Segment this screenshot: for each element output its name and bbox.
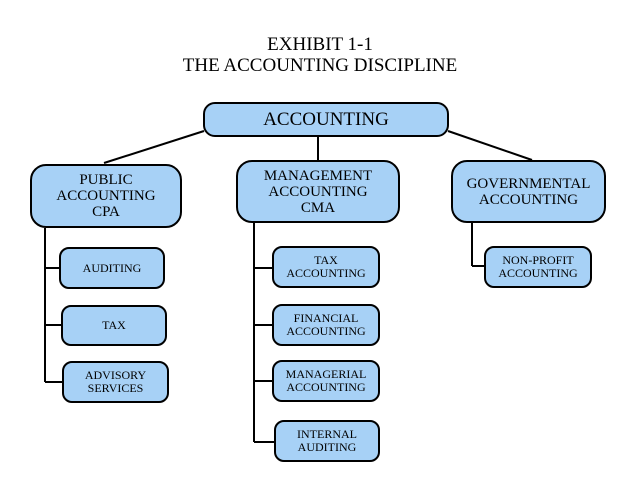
node-public-accounting: PUBLIC ACCOUNTING CPA [30,164,182,228]
node-internal-auditing: INTERNAL AUDITING [274,420,380,462]
node-accounting: ACCOUNTING [203,102,449,137]
node-governmental-accounting: GOVERNMENTAL ACCOUNTING [451,160,606,223]
exhibit-number: EXHIBIT 1-1 [267,34,373,55]
connector-root-governmental [447,130,533,161]
node-tax-accounting: TAX ACCOUNTING [272,246,380,288]
node-financial-accounting: FINANCIAL ACCOUNTING [272,304,380,346]
node-advisory-services: ADVISORY SERVICES [62,361,169,403]
node-auditing: AUDITING [59,247,165,289]
diagram-title: THE ACCOUNTING DISCIPLINE [182,55,458,76]
node-non-profit-accounting: NON-PROFIT ACCOUNTING [484,246,592,288]
node-managerial-accounting: MANAGERIAL ACCOUNTING [272,360,380,402]
node-management-accounting: MANAGEMENT ACCOUNTING CMA [236,160,400,223]
connector-root-public [103,130,205,164]
node-tax: TAX [61,305,167,346]
